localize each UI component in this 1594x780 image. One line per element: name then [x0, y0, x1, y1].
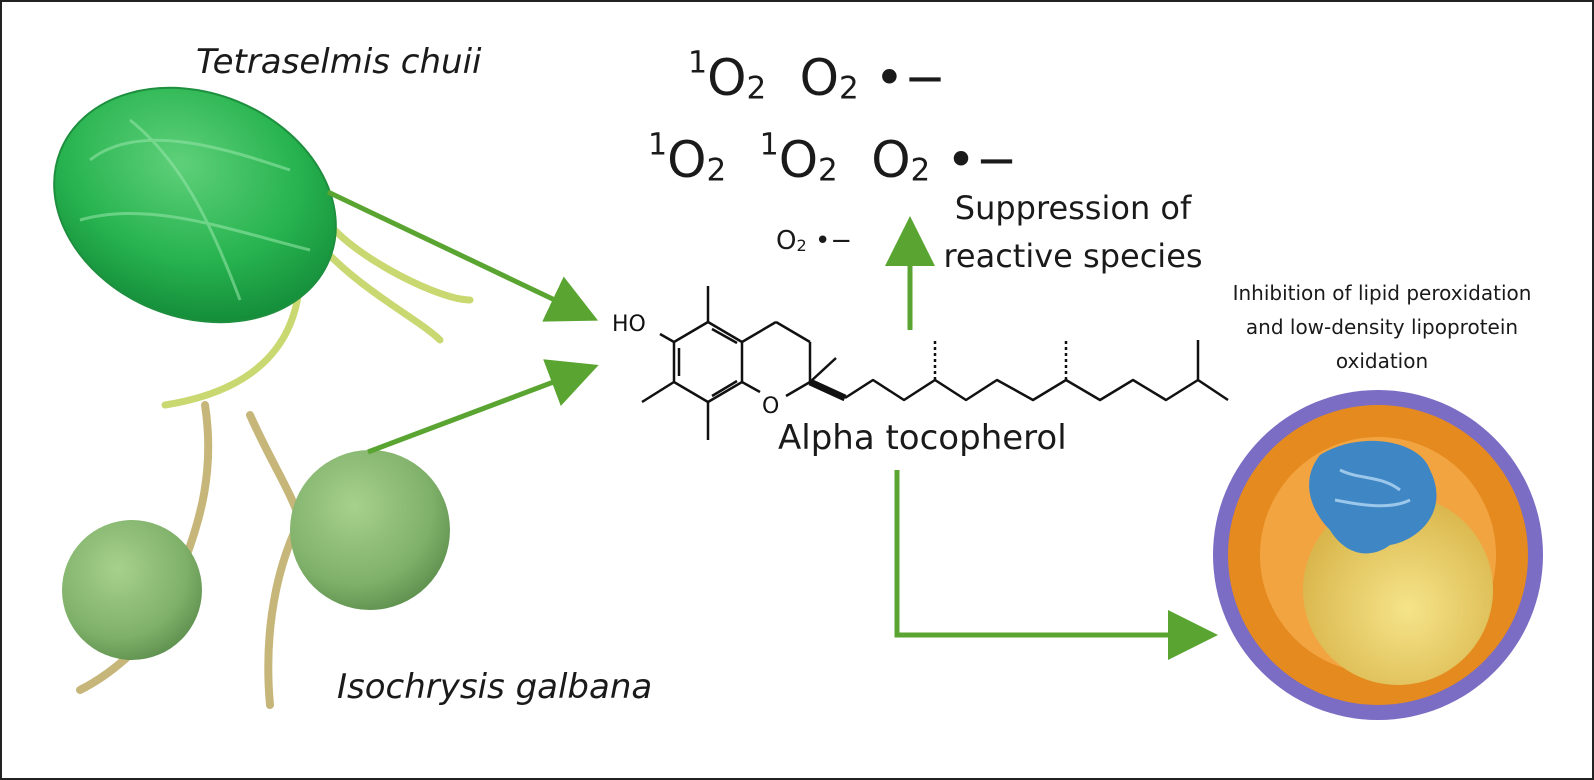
superoxide-radical: O2 •− — [799, 48, 946, 107]
arrow-tetraselmis-to-tocopherol — [326, 189, 599, 322]
superoxide-radical: O2 •− — [871, 130, 1018, 189]
organism-label-isochrysis: Isochrysis galbana — [337, 667, 653, 707]
ring-oxygen-label: O — [762, 394, 779, 419]
tetraselmis-cell-icon — [53, 86, 474, 409]
hydroxyl-label: HO — [612, 312, 646, 337]
singlet-oxygen: 1O2 — [688, 45, 767, 107]
superoxide-radical: O2 •− — [776, 226, 853, 256]
singlet-oxygen: 1O2 — [759, 127, 838, 189]
compound-name: Alpha tocopherol — [778, 418, 1067, 458]
reactive-species-row-2: 1O2 1O2 O2 •− — [648, 130, 1035, 186]
reactive-species-row-1: 1O2 O2 •− — [688, 48, 963, 104]
singlet-oxygen: 1O2 — [648, 127, 727, 189]
effect-inhibition: Inhibition of lipid peroxidation and low… — [1232, 281, 1532, 373]
alpha-tocopherol-structure — [641, 286, 1229, 440]
reactive-species-row-3: O2 •− — [776, 228, 861, 254]
isochrysis-cell-icon — [62, 401, 450, 709]
effect-suppression: Suppression of reactive species — [943, 189, 1203, 275]
ldl-particle-icon — [1213, 390, 1543, 720]
arrow-to-ldl — [894, 470, 1218, 660]
organism-label-tetraselmis: Tetraselmis chuii — [196, 42, 482, 82]
arrow-isochrysis-to-tocopherol — [367, 359, 599, 455]
